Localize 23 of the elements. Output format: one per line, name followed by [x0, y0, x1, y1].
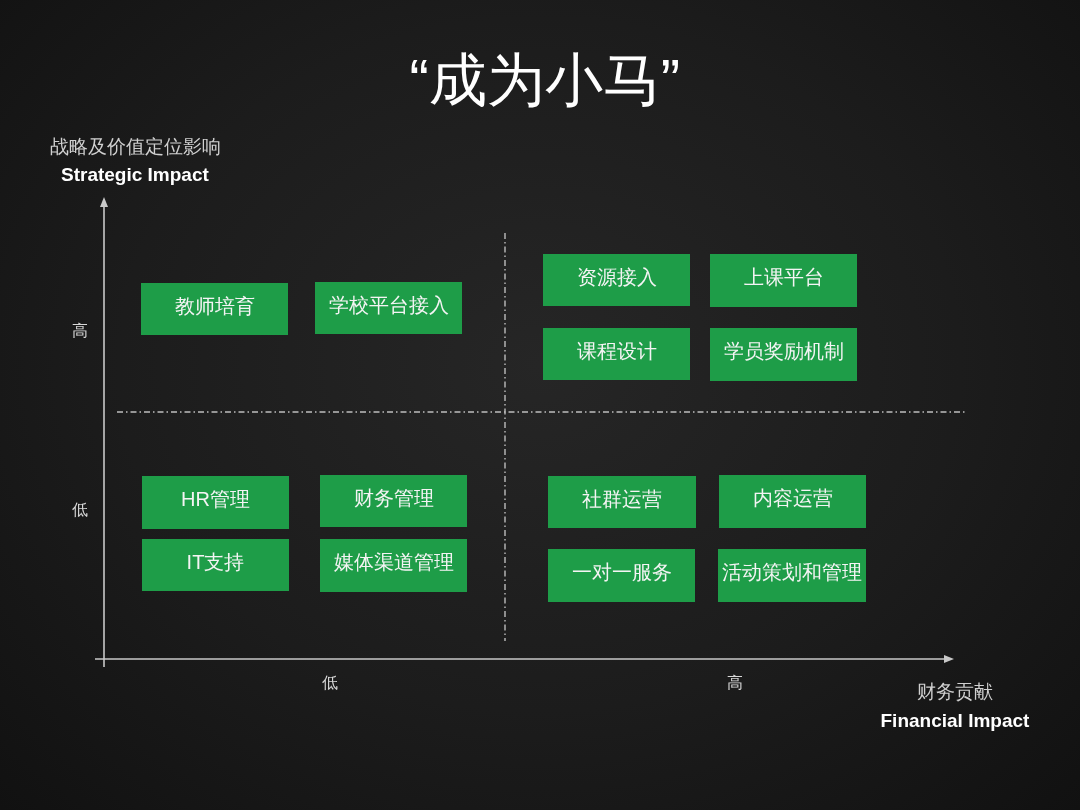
level-label: 高: [72, 320, 88, 342]
topic-box: 媒体渠道管理: [320, 539, 467, 592]
topic-box: 学员奖励机制: [710, 328, 857, 381]
topic-box: 资源接入: [543, 254, 690, 306]
topic-box: 上课平台: [710, 254, 857, 307]
slide-title: “成为小马”: [409, 51, 681, 109]
topic-box: 内容运营: [719, 475, 866, 528]
axis-title: 战略及价值定位影响: [49, 134, 221, 159]
axis-title: Strategic Impact: [61, 164, 209, 186]
topic-box: HR管理: [142, 476, 289, 529]
level-label: 低: [72, 499, 88, 521]
topic-box: 学校平台接入: [315, 282, 462, 334]
topic-box: 教师培育: [141, 283, 288, 335]
axis-title: Financial Impact: [880, 710, 1030, 732]
level-label: 低: [322, 672, 338, 694]
topic-box: 财务管理: [320, 475, 467, 527]
level-label: 高: [727, 672, 743, 694]
topic-box: 社群运营: [548, 476, 696, 528]
topic-box: 一对一服务: [548, 549, 695, 602]
topic-box: 课程设计: [543, 328, 690, 380]
topic-box: 活动策划和管理: [718, 549, 866, 602]
axis-title: 财务贡献: [917, 679, 993, 704]
topic-box: IT支持: [142, 539, 289, 591]
